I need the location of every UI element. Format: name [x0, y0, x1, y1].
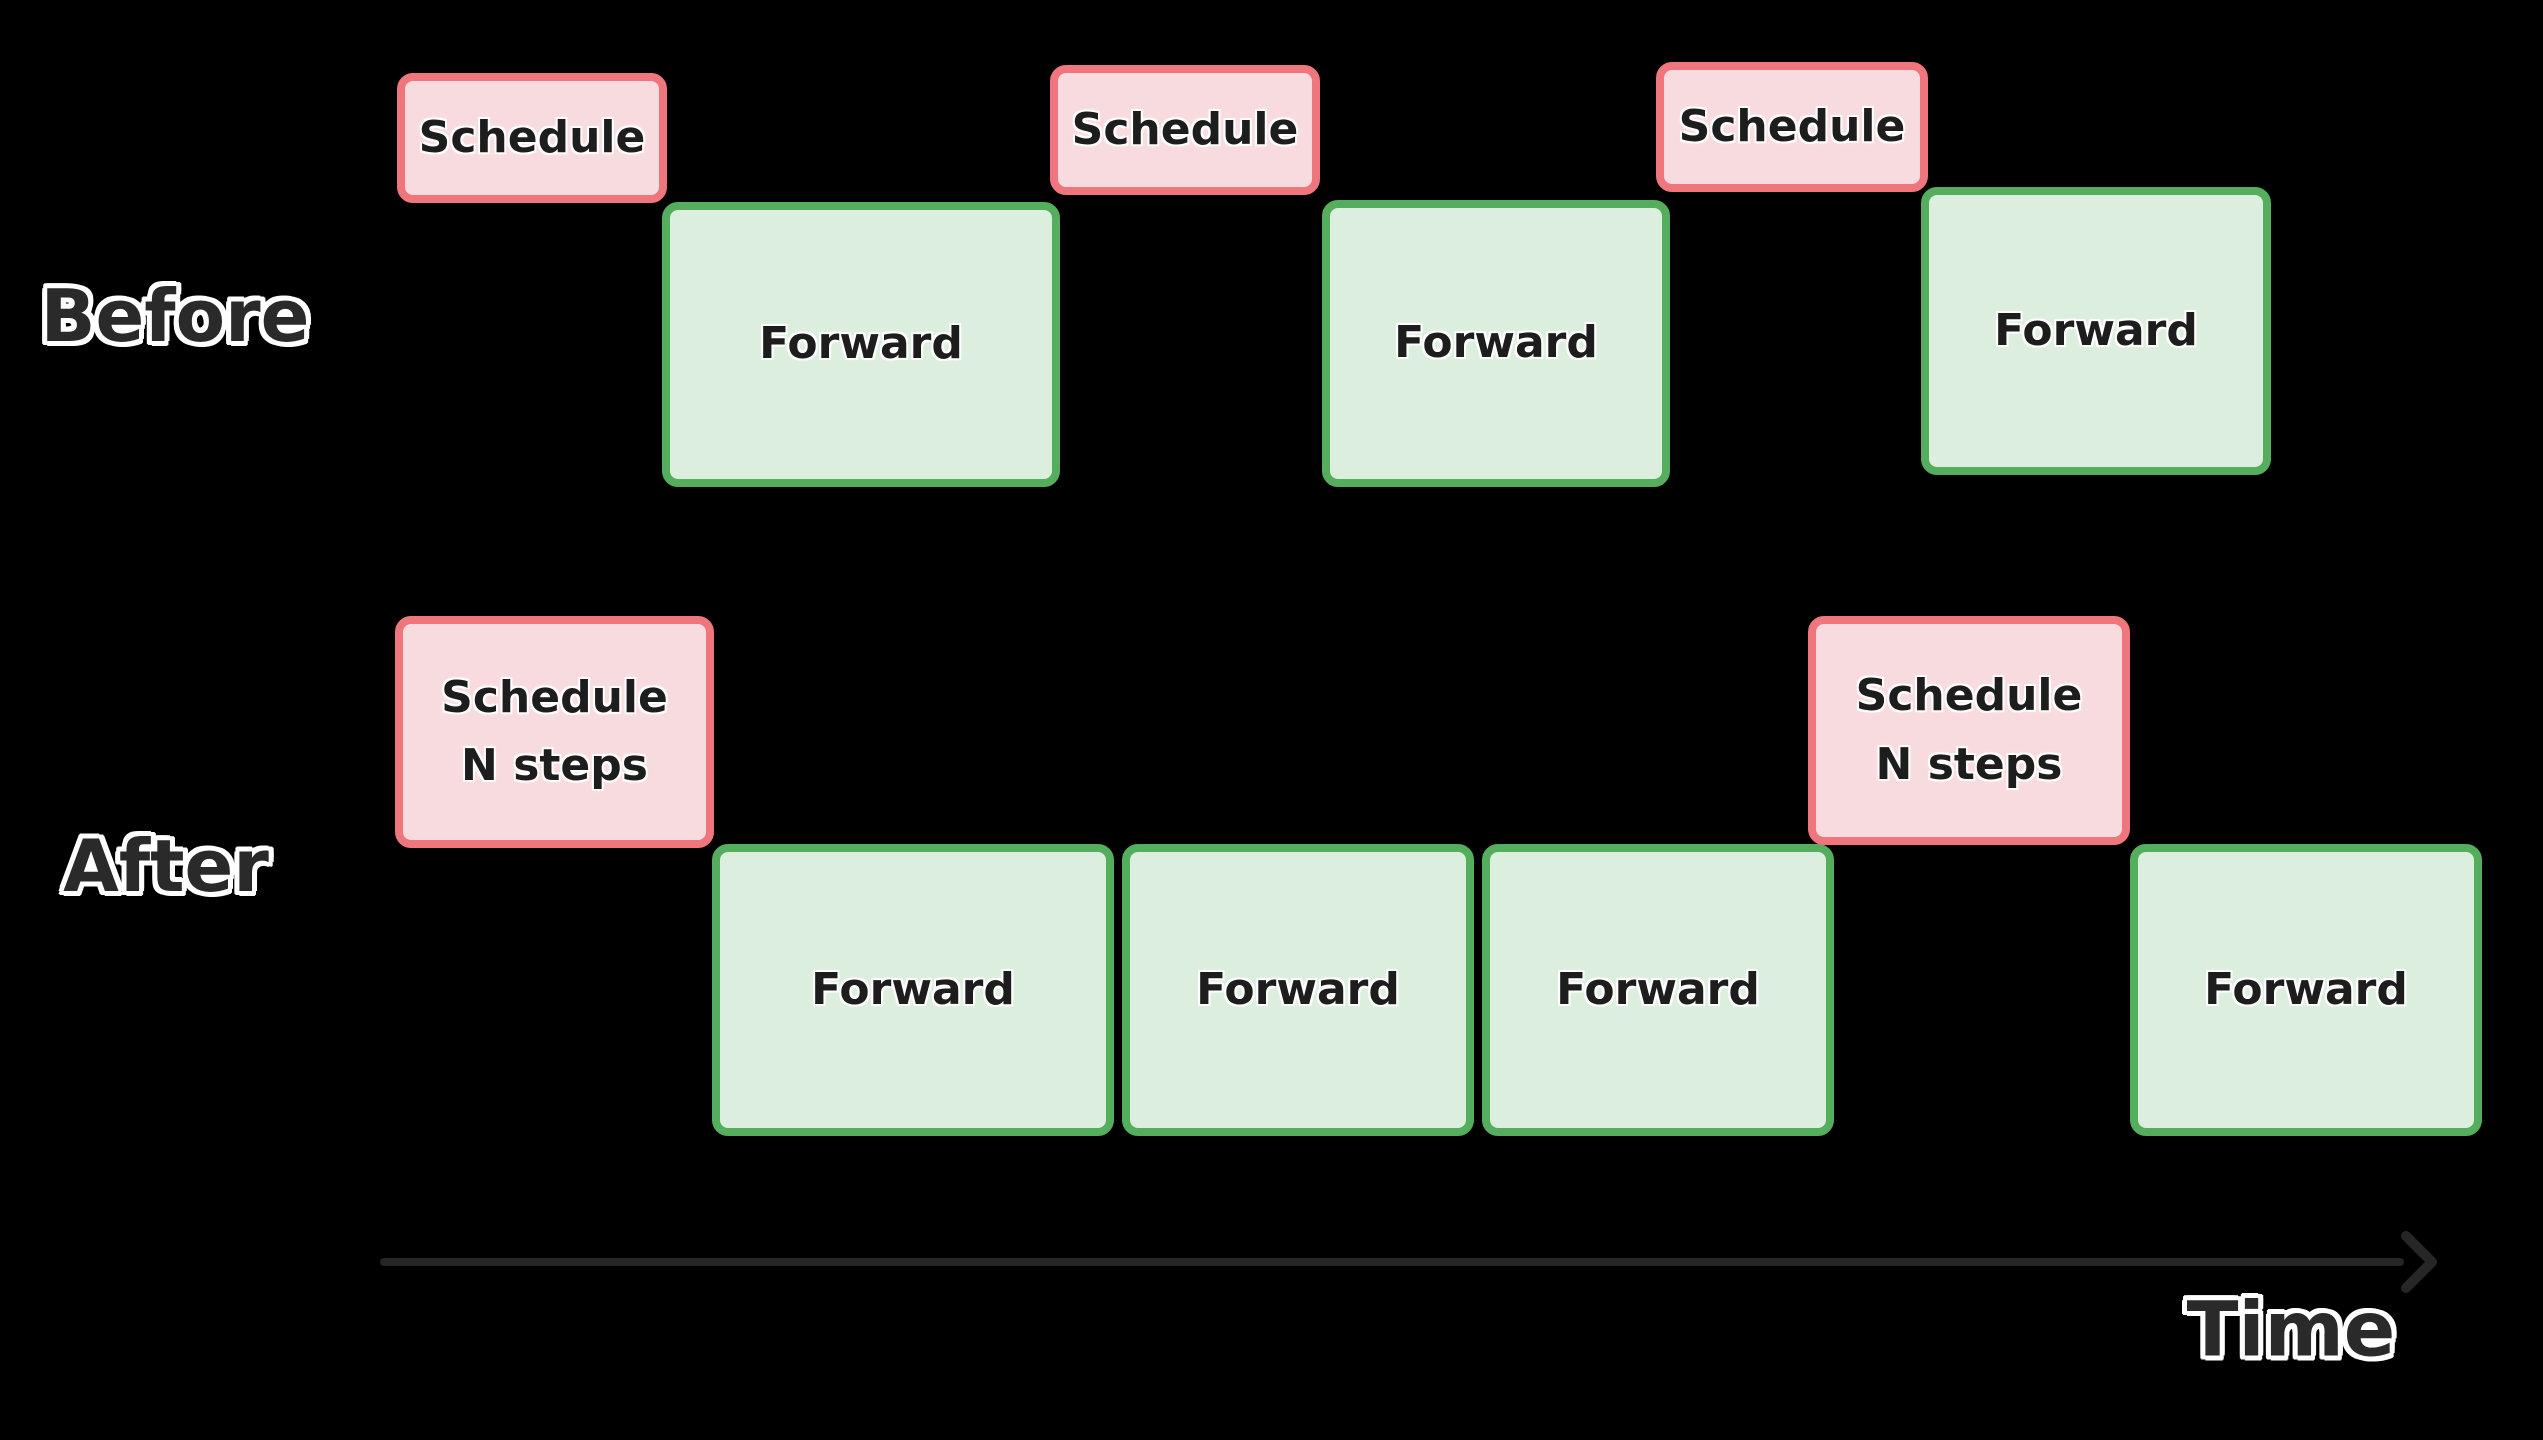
node-label: Forward [1196, 963, 1400, 1015]
schedule-box: Schedule [1050, 65, 1320, 195]
time-axis-label: Time [2186, 1284, 2396, 1374]
forward-box: Forward [712, 844, 1114, 1136]
node-label: Forward [1394, 317, 1598, 369]
node-label: Schedule [1678, 100, 1906, 152]
forward-box: Forward [1921, 187, 2271, 475]
schedule-box: Schedule N steps [395, 616, 714, 848]
forward-box: Forward [1122, 844, 1474, 1136]
row-label-after: After [63, 824, 269, 908]
node-label: Schedule [1071, 103, 1299, 155]
node-label: Schedule [441, 671, 668, 723]
forward-box: Forward [1322, 200, 1670, 487]
time-arrowhead-icon [2401, 1231, 2437, 1293]
forward-box: Forward [662, 202, 1060, 487]
node-label: N steps [1875, 738, 2063, 790]
schedule-box: Schedule [397, 73, 667, 203]
node-label: Forward [1556, 963, 1760, 1015]
node-label: Forward [759, 318, 963, 370]
row-label-before: Before [40, 274, 310, 358]
node-label: Schedule [1855, 670, 2083, 722]
schedule-box: Schedule N steps [1808, 616, 2130, 845]
node-label: Schedule [418, 111, 646, 163]
node-label: N steps [461, 740, 648, 791]
node-label: Forward [811, 963, 1015, 1015]
schedule-box: Schedule [1656, 62, 1928, 192]
node-label: Forward [1994, 304, 2198, 356]
forward-box: Forward [2130, 844, 2482, 1136]
forward-box: Forward [1482, 844, 1834, 1136]
node-label: Forward [2204, 963, 2408, 1015]
